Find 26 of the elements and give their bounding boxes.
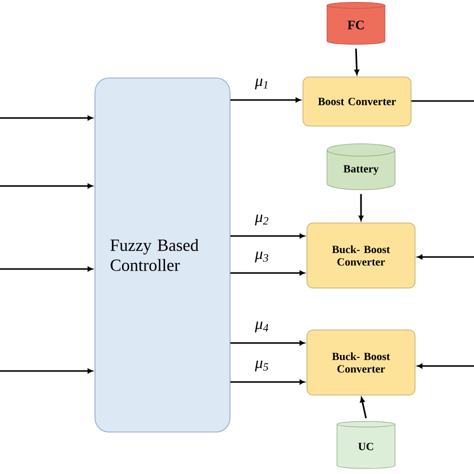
arrow	[417, 364, 474, 368]
arrow	[230, 98, 301, 102]
arrow	[0, 116, 93, 120]
edge-label: μ$_{3}$	[254, 252, 268, 262]
converter-box: Buck- Boost Converter	[306, 330, 416, 396]
arrow	[0, 266, 93, 272]
edge-label: μ$_{5}$	[254, 360, 268, 372]
arrow	[0, 368, 93, 374]
edge-label: μ$_{4}$	[254, 322, 268, 332]
source-cylinder: Battery	[326, 143, 396, 190]
arrow	[354, 48, 360, 75]
arrow	[360, 397, 367, 418]
arrow	[230, 380, 305, 384]
arrow	[417, 254, 474, 260]
edge-label: μ$_{2}$	[254, 214, 268, 226]
controller-box: Fuzzy Based Controller	[94, 78, 230, 432]
source-cylinder: FC	[326, 2, 386, 45]
converter-box: Buck- Boost Converter	[306, 222, 416, 288]
arrow	[358, 194, 364, 221]
arrow	[230, 340, 305, 346]
arrow	[0, 184, 93, 188]
edge-label: μ$_{1}$	[254, 78, 268, 90]
converter-box: Boost Converter	[302, 76, 412, 126]
source-cylinder: UC	[336, 421, 396, 469]
arrow	[230, 270, 305, 276]
arrow	[230, 234, 305, 238]
